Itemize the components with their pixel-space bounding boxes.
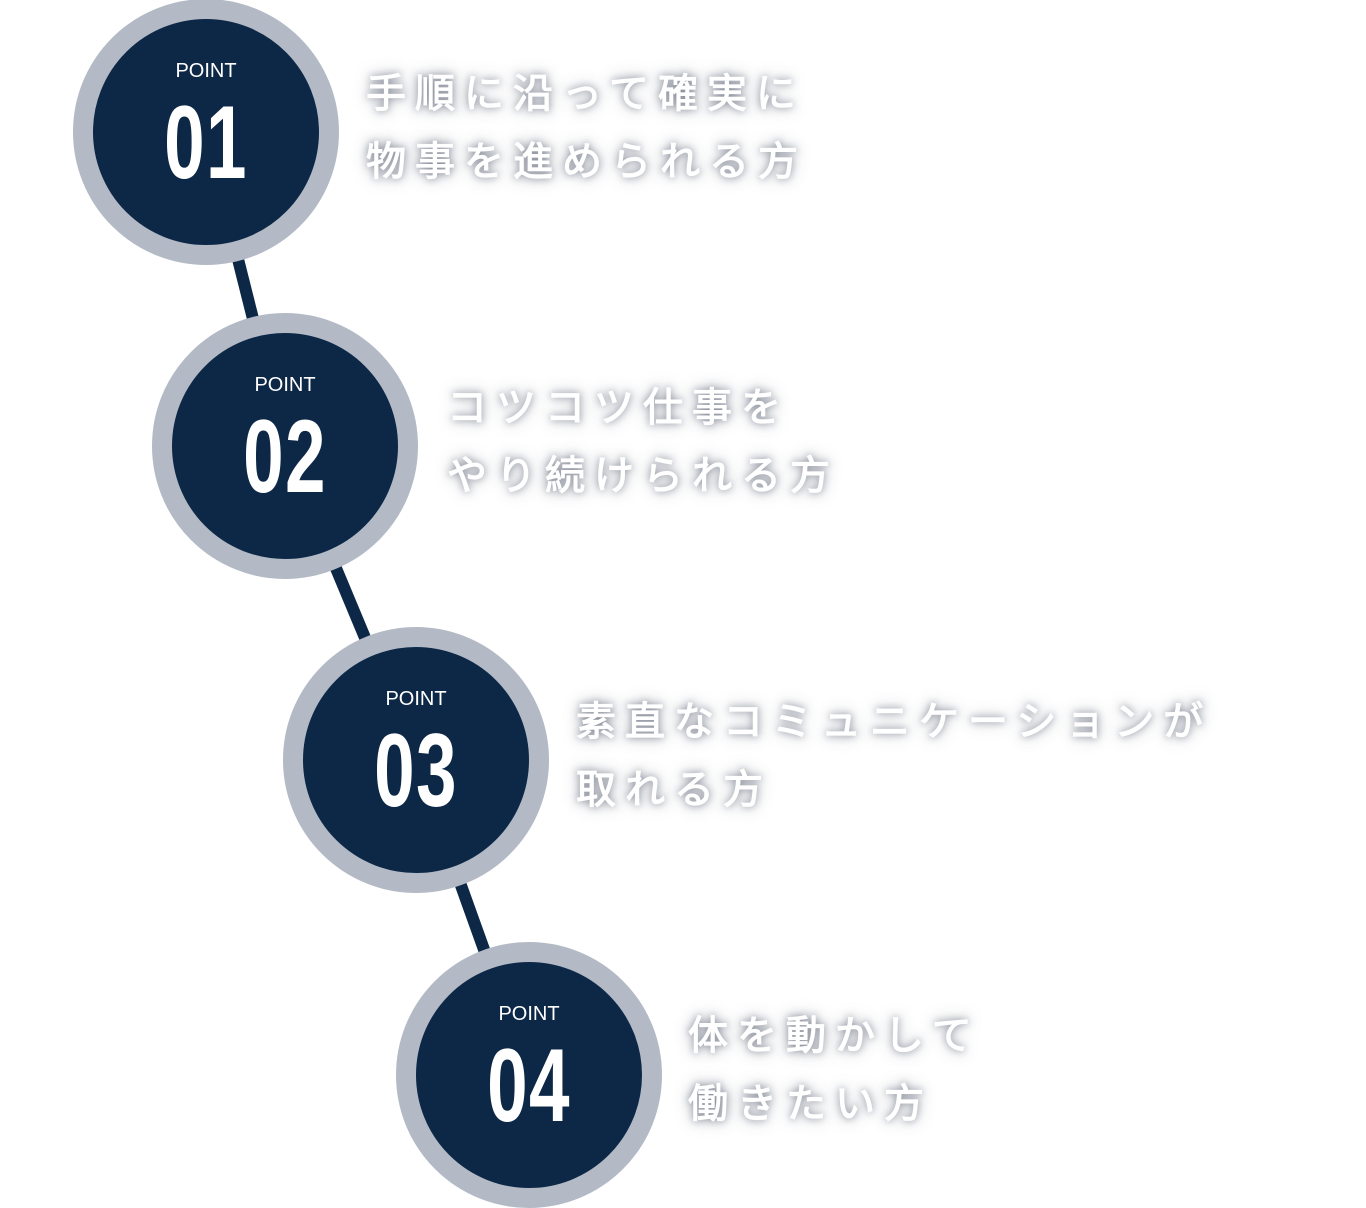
point-circle-4: POINT 04 (396, 942, 662, 1208)
description-line: コツコツ仕事を (447, 385, 790, 431)
point-number: 02 (243, 399, 327, 515)
description-line: 体を動かして (688, 1013, 981, 1059)
point-number: 01 (164, 85, 248, 201)
description-line: やり続けられる方 (447, 453, 839, 499)
point-description-1: 手順に沿って確実に 物事を進められる方 (366, 60, 807, 196)
point-label: POINT (175, 60, 237, 82)
point-description-2: コツコツ仕事を やり続けられる方 (447, 374, 839, 510)
description-line: 手順に沿って確実に (366, 71, 805, 117)
point-description-3: 素直なコミュニケーションが 取れる方 (576, 688, 1212, 824)
description-line: 素直なコミュニケーションが (576, 699, 1213, 745)
point-label: POINT (498, 1003, 560, 1025)
point-circle-2: POINT 02 (152, 313, 418, 579)
point-label: POINT (254, 374, 316, 396)
description-line: 物事を進められる方 (366, 139, 807, 185)
description-line: 働きたい方 (688, 1081, 933, 1127)
point-circle-3: POINT 03 (283, 627, 549, 893)
point-description-4: 体を動かして 働きたい方 (688, 1002, 981, 1138)
point-number: 03 (374, 713, 458, 829)
description-line: 取れる方 (576, 767, 772, 813)
point-circle-1: POINT 01 (73, 0, 339, 265)
point-label: POINT (385, 688, 447, 710)
point-number: 04 (487, 1028, 571, 1144)
